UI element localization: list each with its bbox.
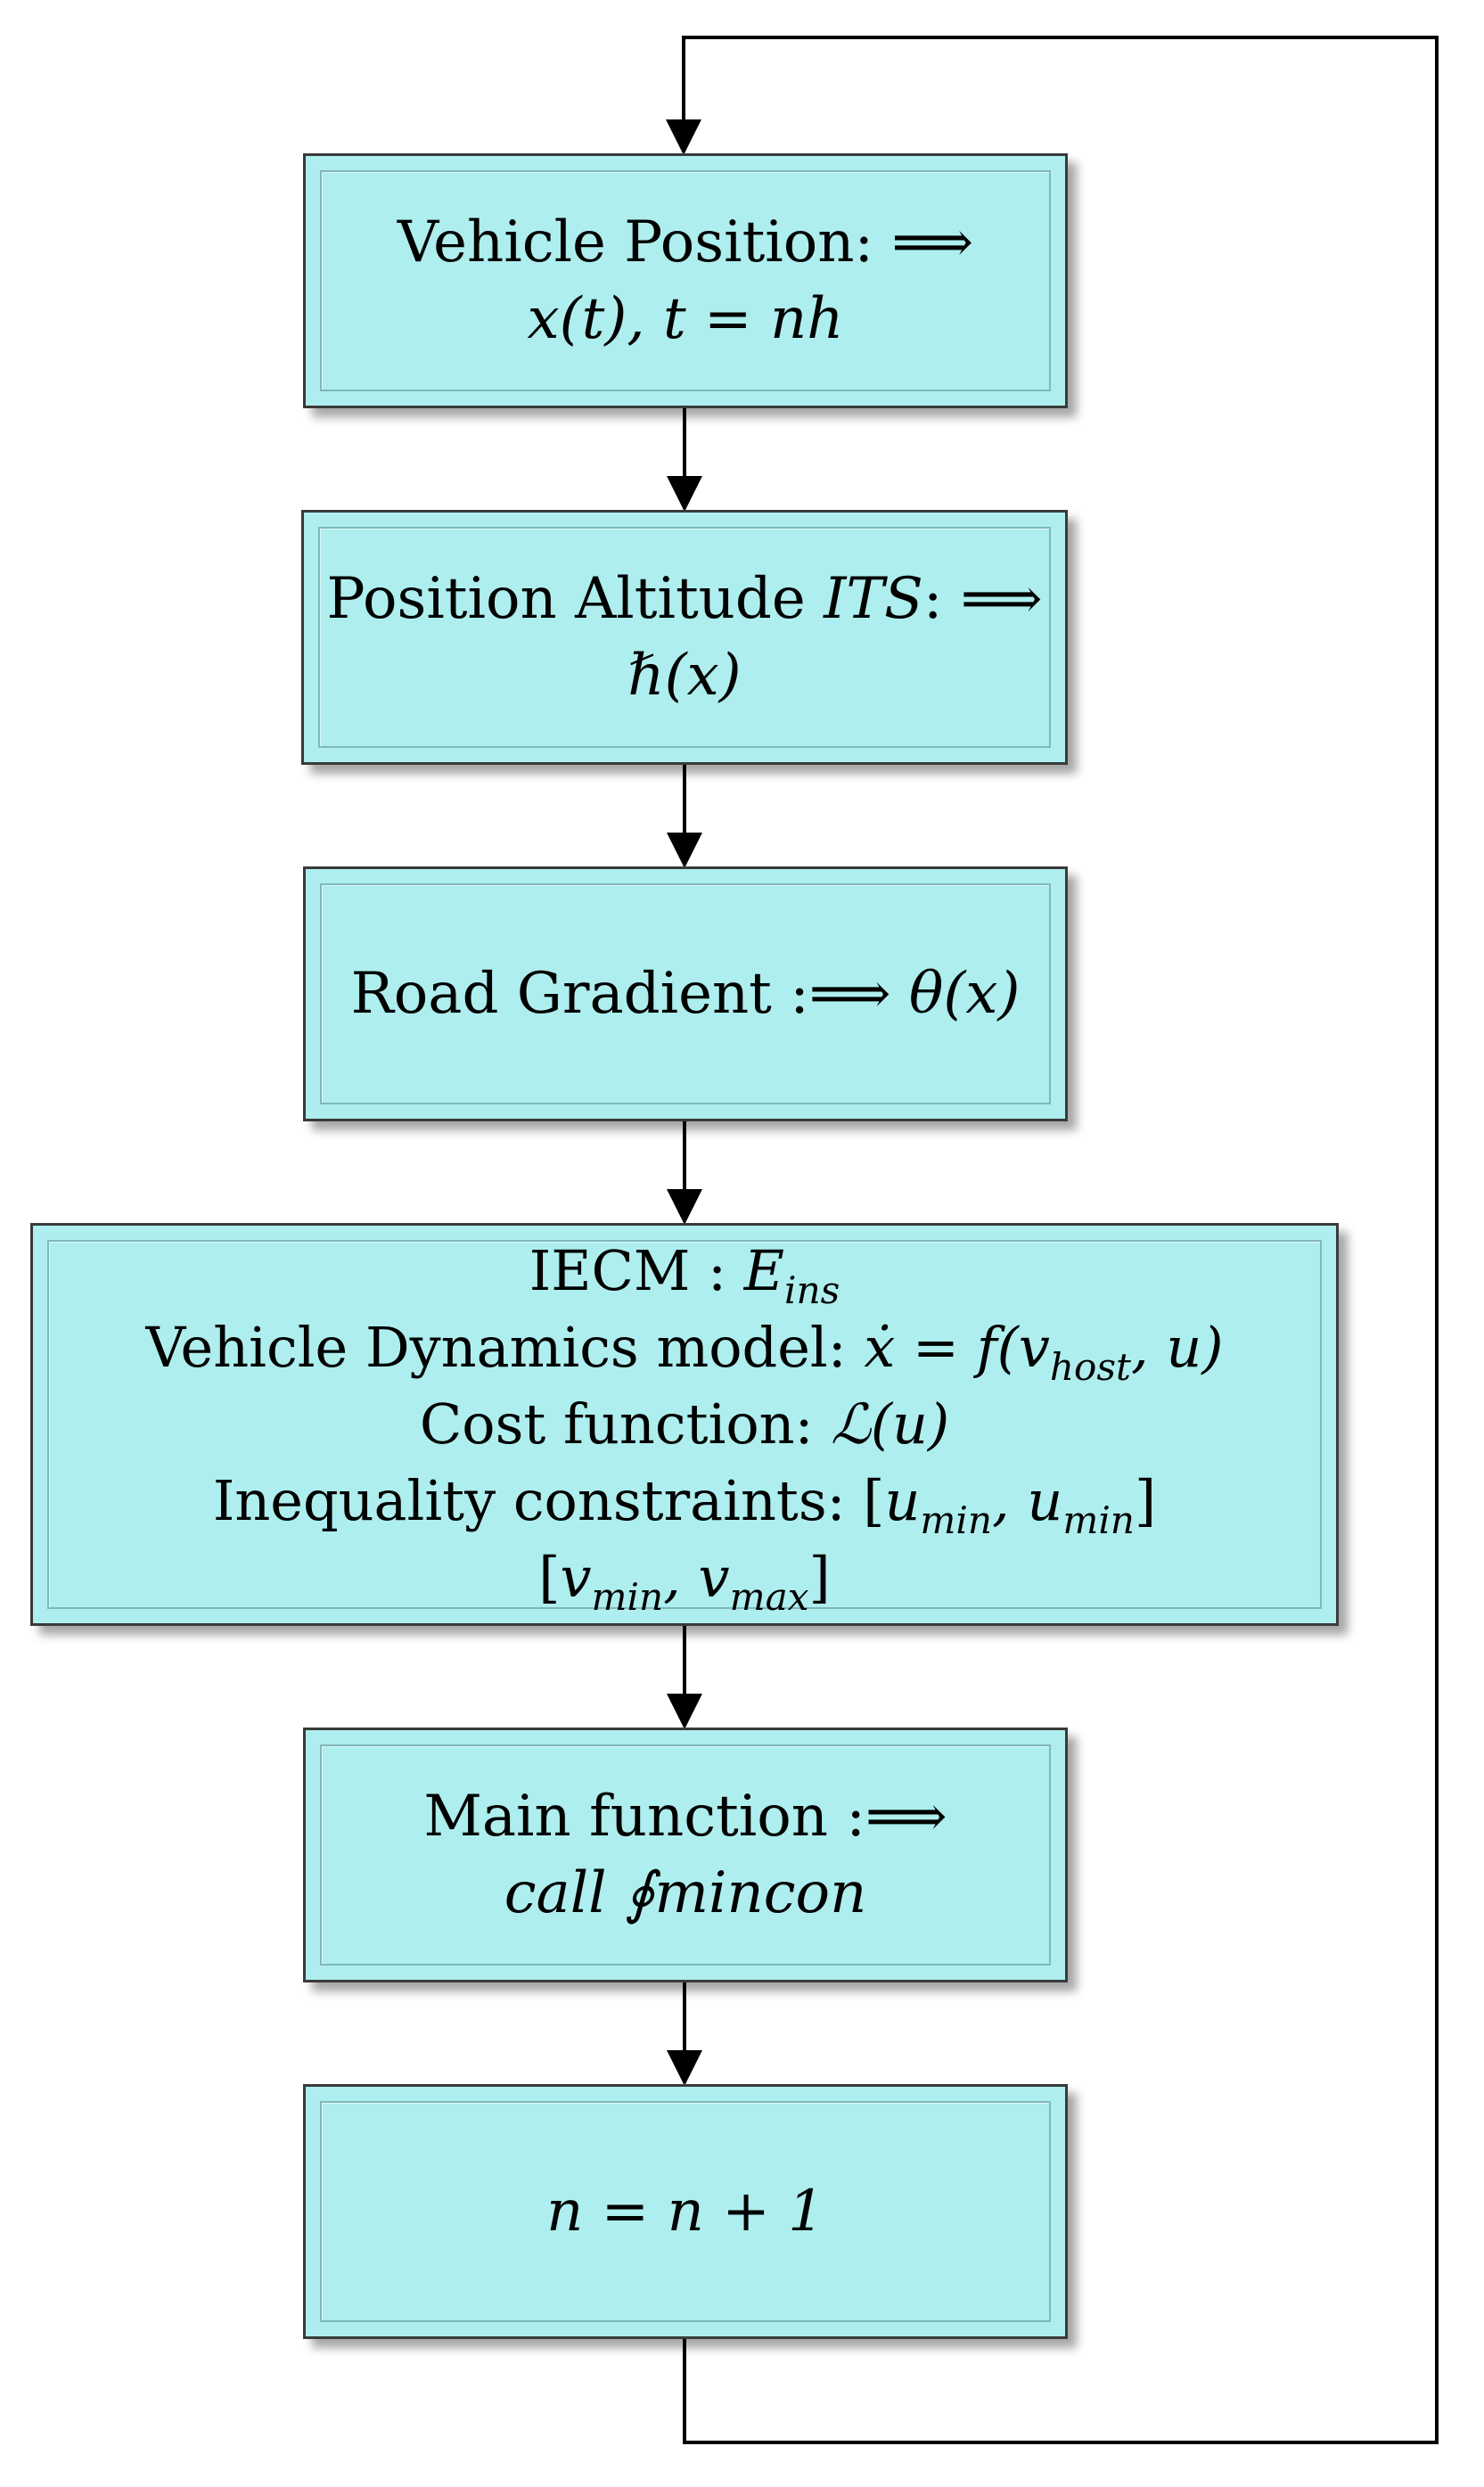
increment-math: n = n + 1 [546,2179,824,2245]
vehicle-position-formula: x(t), t = nh [528,281,844,357]
road-gradient-text: Road Gradient :⟹ [350,961,909,1027]
increment-content: n = n + 1 [320,2101,1051,2322]
v-upper-subscript: max [729,1574,809,1619]
inequality-constraints-close: ] [1134,1468,1157,1533]
u-lower-math: u [884,1468,921,1533]
main-function-call: call ∮mincon [504,1855,867,1932]
road-gradient-math: θ(x) [908,961,1021,1027]
vehicle-dynamics-math-tail: , u) [1130,1315,1224,1380]
vehicle-dynamics-subscript: host [1049,1344,1131,1389]
inequality-constraints-text: Inequality constraints: [ [212,1468,885,1533]
its-math: ITS [824,566,923,632]
road-gradient-box: Road Gradient :⟹ θ(x) [303,866,1068,1121]
u-lower-subscript: min [920,1498,992,1542]
position-altitude-label: Position Altitude ITS: ⟹ [326,561,1042,637]
position-altitude-arrow-text: : ⟹ [922,566,1043,632]
vehicle-position-content: Vehicle Position: ⟹ x(t), t = nh [320,170,1051,391]
increment-box: n = n + 1 [303,2084,1068,2339]
velocity-bounds-open: [ [538,1545,561,1610]
iecm-energy-subscript: ins [783,1268,840,1312]
vehicle-dynamics-label: Vehicle Dynamics model: ẋ = f(vhost, u) [145,1309,1223,1386]
velocity-bounds-close: ] [808,1545,831,1610]
v-lower-math: v [560,1545,592,1610]
vehicle-position-box: Vehicle Position: ⟹ x(t), t = nh [303,153,1068,408]
main-function-content: Main function :⟹ call ∮mincon [320,1744,1051,1966]
vehicle-position-text: Vehicle Position: ⟹ [397,209,974,275]
main-function-text: Main function :⟹ [423,1784,947,1850]
vehicle-dynamics-text: Vehicle Dynamics model: [145,1315,865,1380]
vehicle-dynamics-math: ẋ = f(v [864,1315,1050,1380]
v-lower-subscript: min [591,1574,664,1619]
cost-function-label: Cost function: ℒ(u) [420,1386,949,1463]
altitude-math: ℏ(x) [627,643,742,709]
position-altitude-text: Position Altitude [326,566,824,632]
cost-function-text: Cost function: [419,1391,832,1457]
edge-increment-to-vehicle-position [666,36,1439,2444]
iecm-label: IECM : Eins [529,1233,840,1309]
fmincon-call-math: call ∮mincon [504,1860,867,1926]
v-upper-math: , v [663,1545,730,1610]
u-upper-subscript: min [1062,1498,1135,1542]
main-function-box: Main function :⟹ call ∮mincon [303,1728,1068,1982]
iecm-energy-math: E [743,1238,784,1303]
iecm-text: IECM : [529,1238,744,1303]
vehicle-position-math: x(t), t = nh [527,286,844,352]
position-altitude-box: Position Altitude ITS: ⟹ ℏ(x) [301,510,1068,765]
u-upper-math: , u [991,1468,1063,1533]
position-altitude-formula: ℏ(x) [627,637,741,714]
iecm-box: IECM : Eins Vehicle Dynamics model: ẋ = … [30,1223,1339,1626]
cost-function-math: ℒ(u) [831,1391,950,1457]
road-gradient-content: Road Gradient :⟹ θ(x) [320,883,1051,1104]
velocity-bounds-label: [vmin, vmax] [538,1539,830,1616]
inequality-constraints-label: Inequality constraints: [umin, umin] [213,1463,1156,1539]
increment-formula: n = n + 1 [546,2173,824,2250]
main-function-label: Main function :⟹ [423,1778,947,1855]
iecm-content: IECM : Eins Vehicle Dynamics model: ẋ = … [47,1238,1322,1615]
vehicle-position-label: Vehicle Position: ⟹ [398,204,973,281]
road-gradient-label: Road Gradient :⟹ θ(x) [351,956,1021,1032]
position-altitude-content: Position Altitude ITS: ⟹ ℏ(x) [318,527,1051,748]
